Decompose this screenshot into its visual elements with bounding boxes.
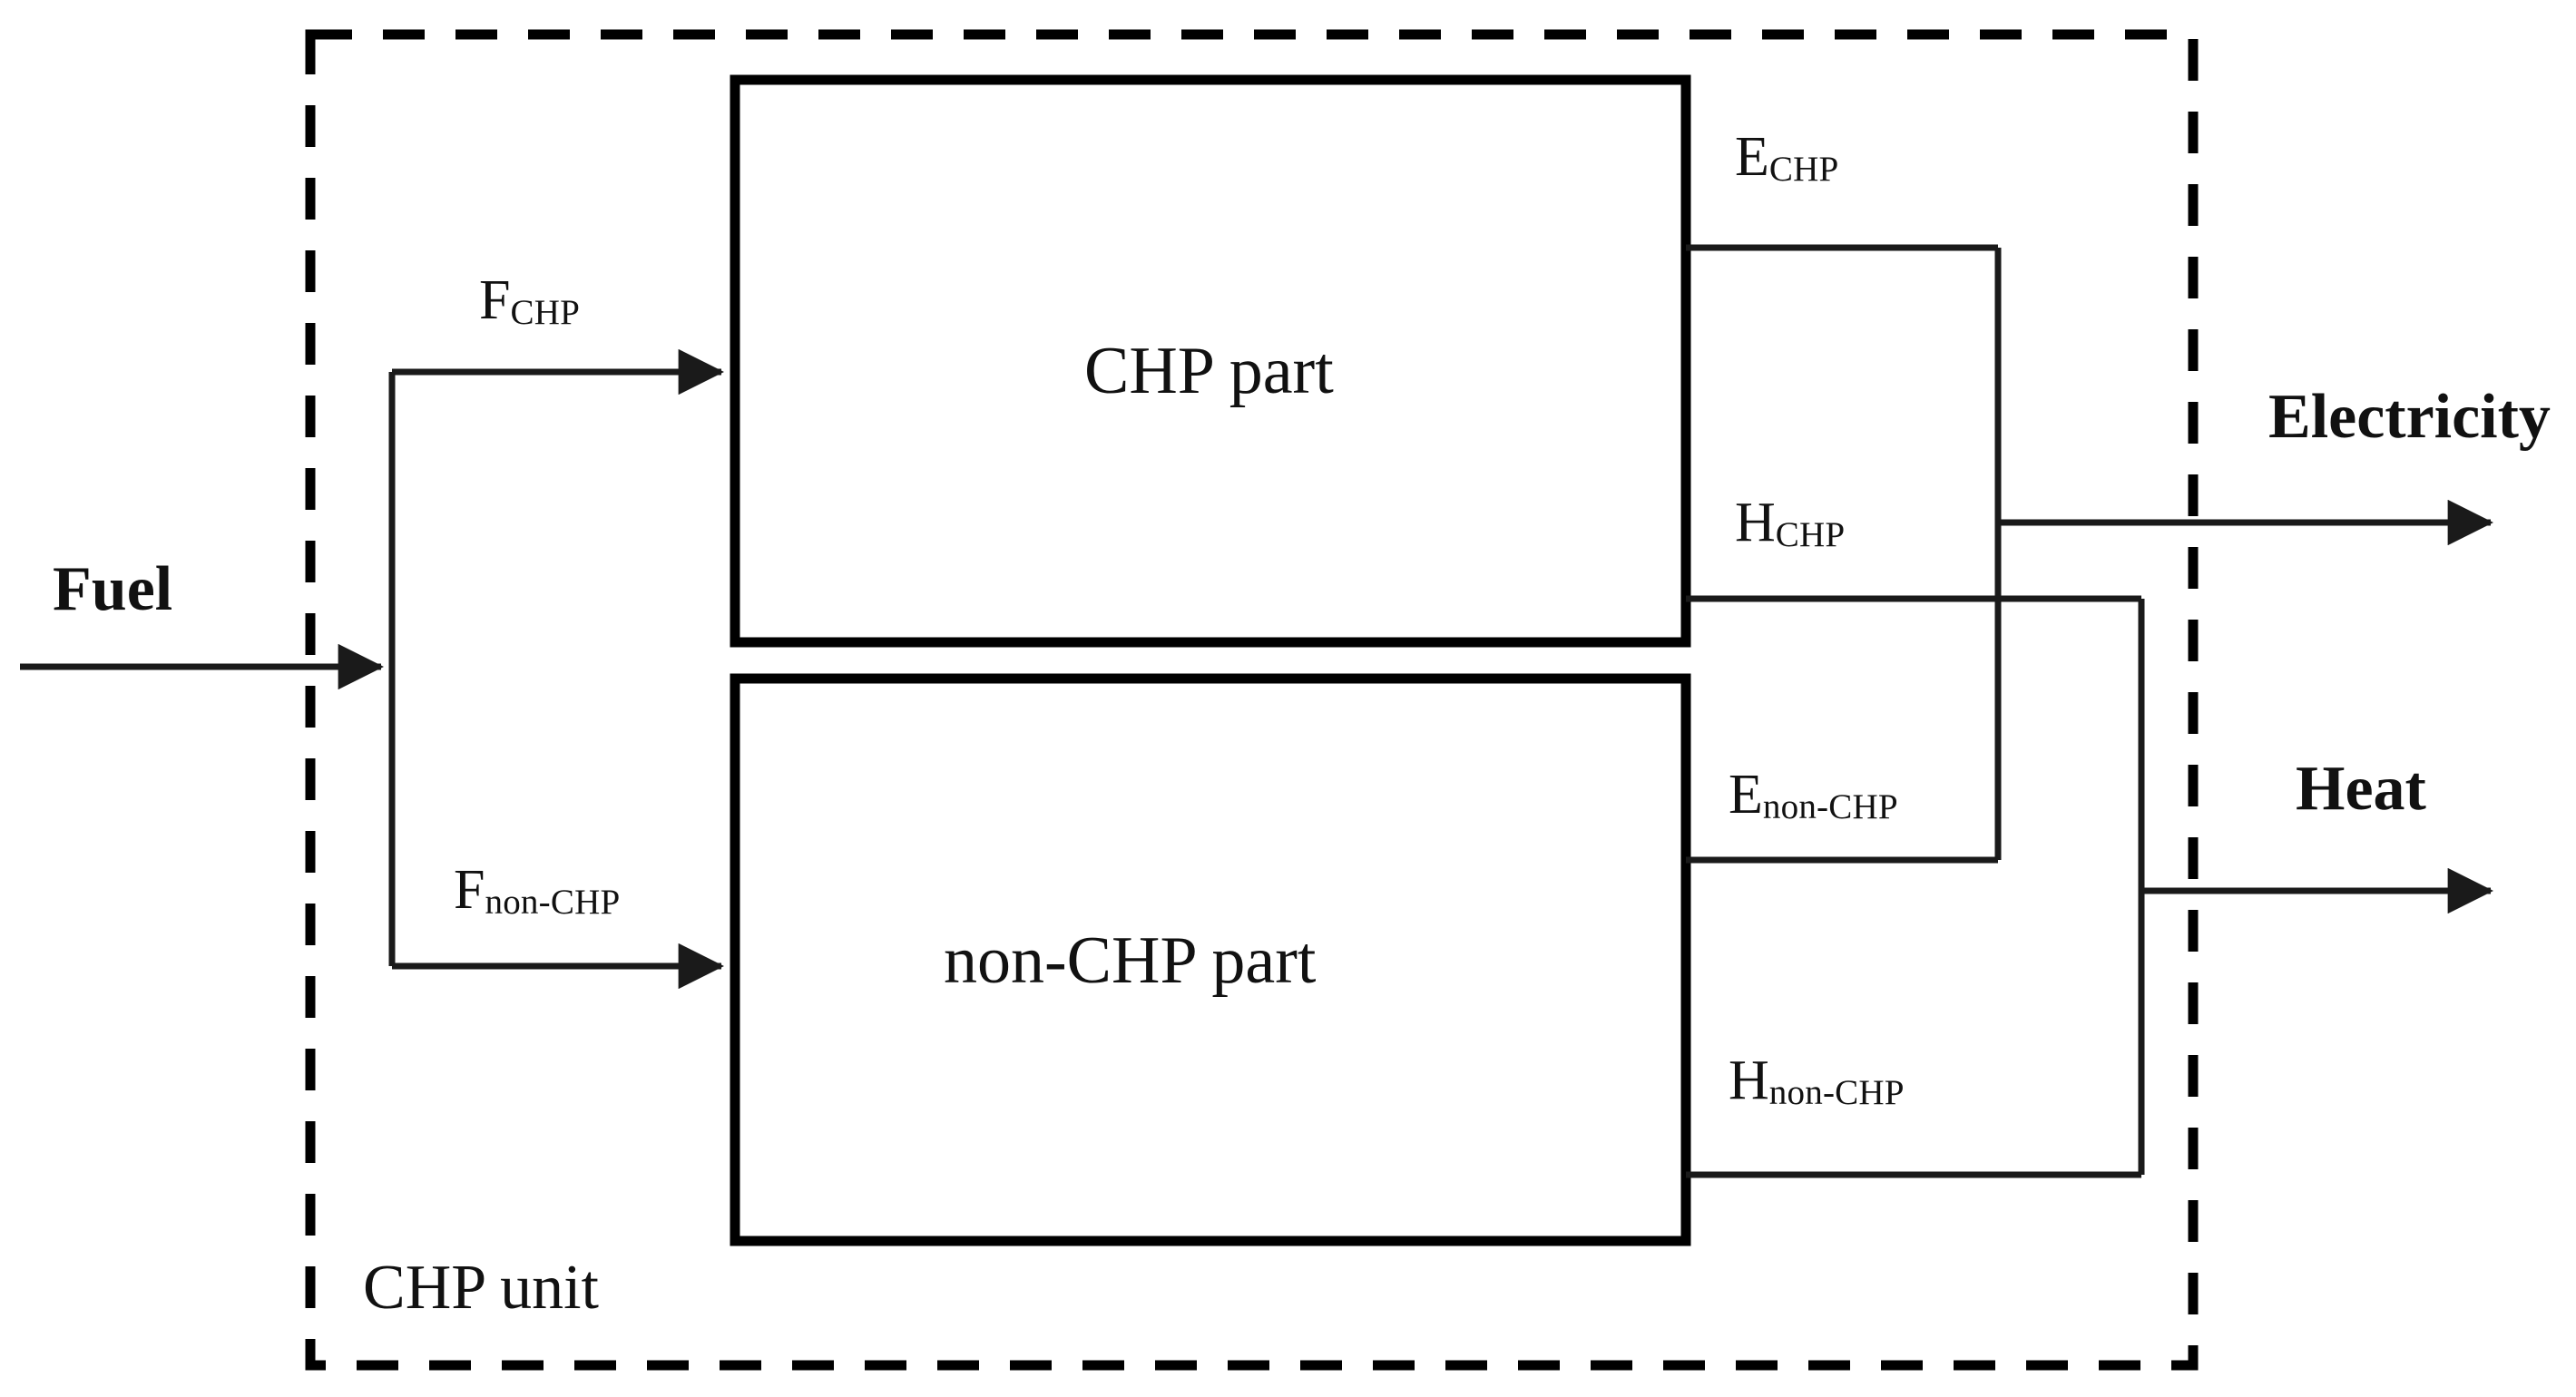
heat-output-label: Heat [2296,754,2426,824]
chp-unit-boundary-label: CHP unit [363,1253,599,1323]
electricity-output-label: Electricity [2268,382,2551,452]
f-chp-subscript: CHP [510,293,581,333]
h-non-chp-flow-label: Hnon-CHP [1729,1050,1905,1113]
e-non-chp-base: E [1729,764,1763,826]
f-chp-flow-label: FCHP [479,269,580,331]
f-chp-base: F [479,269,511,331]
fuel-input-label: Fuel [53,554,173,624]
chp-unit-boundary [305,29,2199,1371]
non-chp-part-block [730,673,1691,1246]
h-chp-flow-label: HCHP [1735,492,1846,555]
chp-part-label: CHP part [1084,334,1334,408]
e-chp-base: E [1735,126,1769,188]
h-chp-subscript: CHP [1775,515,1846,555]
non-chp-part-label: non-CHP part [944,923,1317,998]
f-non-chp-flow-label: Fnon-CHP [454,859,620,921]
e-non-chp-flow-label: Enon-CHP [1729,764,1898,827]
h-non-chp-base: H [1729,1050,1769,1111]
e-chp-flow-label: ECHP [1735,126,1838,188]
h-non-chp-subscript: non-CHP [1768,1073,1905,1113]
h-chp-base: H [1735,492,1776,553]
chp-part-block [730,74,1691,648]
e-non-chp-subscript: non-CHP [1762,787,1898,827]
f-non-chp-base: F [454,859,485,921]
f-non-chp-subscript: non-CHP [485,883,621,923]
e-chp-subscript: CHP [1768,150,1839,190]
